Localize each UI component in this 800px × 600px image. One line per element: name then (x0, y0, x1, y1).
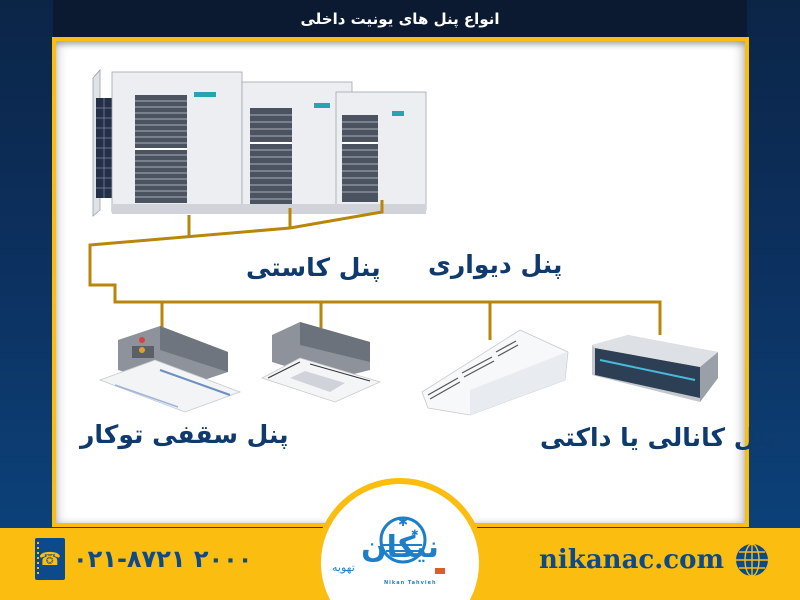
logo-name: نیکان (361, 530, 439, 565)
vrf-outdoor-unit-icon (92, 68, 427, 217)
phone-contact[interactable]: ☎ ۰۲۱-۸۷۲۱ ۲۰۰۰ (35, 538, 252, 580)
phone-book-icon: ☎ (35, 538, 65, 580)
page-title: انواع پنل های یونیت داخلی (300, 10, 500, 28)
logo-latin: Nikan Tahvieh (384, 580, 437, 586)
header-band (53, 0, 747, 38)
label-wall-panel: پنل دیواری (428, 250, 563, 279)
ducted-unit-icon (592, 335, 718, 402)
label-cassette-panel: پنل کاستی (246, 253, 381, 282)
website-link[interactable]: nikanac.com (539, 545, 724, 575)
website-contact[interactable]: nikanac.com (539, 540, 770, 580)
refrigerant-pipes (88, 200, 662, 340)
label-ducted-panel: پنل کانالی یا داکتی (540, 423, 776, 452)
ceiling-concealed-unit-icon (98, 326, 242, 413)
phone-number[interactable]: ۰۲۱-۸۷۲۱ ۲۰۰۰ (73, 545, 253, 573)
globe-icon (736, 543, 768, 577)
cassette-unit-icon (260, 322, 382, 403)
floor-ceiling-unit-icon (421, 329, 569, 416)
logo-subtitle: تهویه (332, 561, 355, 574)
label-ceiling-concealed-panel: پنل سقفی توکار (80, 420, 289, 449)
